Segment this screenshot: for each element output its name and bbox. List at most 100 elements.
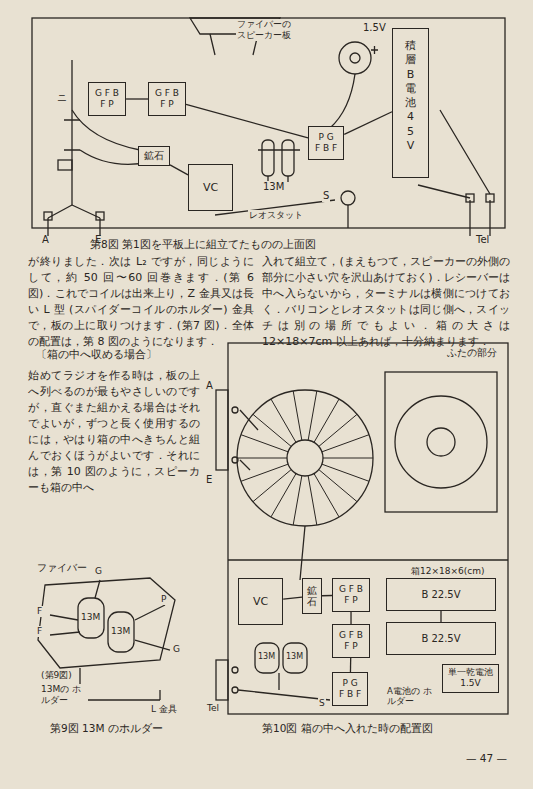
part-label: 13M — [80, 612, 101, 623]
node-text: 鉱石 — [144, 150, 164, 162]
terminal-post — [48, 200, 490, 236]
rheostat-knob — [341, 191, 355, 205]
part-label: L 金具 — [150, 704, 178, 715]
board — [32, 18, 505, 228]
node-text: G F B — [95, 88, 119, 99]
rheostat-shaft — [347, 205, 348, 228]
wire-connector — [283, 597, 302, 599]
part-label: 第10図 箱の中へ入れた時の配置図 — [262, 722, 433, 735]
tube-holder — [258, 150, 300, 182]
wire — [238, 673, 330, 700]
wire-connector — [170, 165, 188, 175]
part-label: 13M — [262, 181, 285, 193]
stroke — [237, 458, 287, 459]
part-label: Tel — [206, 703, 220, 714]
stroke — [314, 474, 339, 517]
stroke — [271, 399, 296, 442]
stroke — [293, 476, 302, 525]
box-outline — [228, 343, 508, 714]
terminal-strip — [216, 390, 228, 470]
component-box: VC — [188, 164, 233, 211]
tube-socket: G F BF P — [332, 624, 370, 658]
node-text: F B F — [339, 689, 361, 700]
part-label: (第9図) — [40, 670, 73, 681]
terminal — [44, 212, 52, 220]
component-box: 単一乾電池1.5V — [442, 664, 499, 693]
component-box: 鉱石 — [302, 578, 322, 614]
cell — [339, 42, 371, 74]
stroke — [323, 458, 373, 459]
stroke — [293, 391, 302, 440]
tube-socket: G F BF P — [88, 82, 126, 116]
part-label: 13Mの ホルダー — [40, 684, 88, 706]
part-label: 箱12×18×6(cm) — [410, 566, 485, 577]
part-label: 13M — [110, 626, 131, 637]
node-text: G F B — [339, 584, 363, 595]
stroke — [308, 476, 317, 525]
stroke — [237, 390, 373, 526]
tube — [255, 643, 279, 673]
part-label: ファイバー — [36, 562, 88, 574]
node-text: F P — [339, 641, 363, 652]
stroke — [253, 414, 291, 446]
tube-socket: P GF B F — [308, 126, 344, 160]
part-label: P — [160, 594, 167, 605]
stroke — [271, 474, 296, 517]
part-label: ファイバーの スピーカー板 — [236, 19, 300, 41]
stroke — [241, 464, 288, 481]
wire-connector — [186, 104, 308, 138]
part-label: — 47 — — [466, 752, 507, 765]
tube — [108, 612, 134, 652]
wire-connector — [344, 112, 392, 135]
body-text: 始めてラジオを作る時は，板の上へ列べるのが最もやさしいのですが，直ぐまた組かえる… — [28, 368, 200, 496]
terminal — [96, 212, 104, 220]
stroke — [322, 435, 369, 452]
part-label: E — [205, 474, 213, 486]
stroke — [287, 440, 323, 476]
terminal — [232, 407, 238, 413]
wire — [48, 205, 100, 218]
part-label: G — [172, 644, 181, 655]
node-text: F P — [339, 595, 363, 606]
z-bracket — [58, 160, 72, 170]
node-text: F B F — [315, 143, 337, 154]
tube — [282, 140, 294, 176]
part-label: A — [205, 380, 214, 392]
node-text: F P — [95, 99, 119, 110]
node-text: B 22.5V — [395, 589, 487, 600]
tube — [78, 598, 104, 638]
part-label: ふたの部分 — [446, 347, 498, 359]
tube — [262, 140, 274, 176]
node-text: G F B — [155, 88, 179, 99]
speaker-center — [427, 428, 455, 456]
part-label: S — [318, 698, 326, 709]
part-label: G — [94, 566, 103, 577]
node-text: VC — [253, 595, 268, 608]
component-box: B 22.5V — [386, 622, 496, 655]
component-box: VC — [238, 578, 283, 625]
part-label: レオスタット — [248, 210, 304, 221]
wire-connector — [126, 98, 148, 99]
wire — [330, 74, 355, 128]
part-label: 1.5V — [362, 22, 387, 34]
part-label: F — [36, 606, 43, 617]
node-text: 1.5V — [448, 678, 493, 689]
part-label: A電池の ホルダー — [386, 686, 440, 706]
lid-divider — [228, 559, 508, 560]
wire-connector — [350, 658, 352, 672]
part-label: 〔箱の中へ収める場合〕 — [36, 348, 157, 361]
body-text: が終りました．次は L₂ ですが，同じようにして，約 50 回〜60 回巻きます… — [28, 254, 254, 350]
part-label: 13M — [257, 652, 276, 662]
wire-connector — [322, 595, 332, 597]
l-bracket — [80, 668, 160, 700]
part-label: 13M — [285, 652, 304, 662]
node-text: 単一乾電池 — [448, 667, 493, 678]
node-text: VC — [203, 181, 218, 194]
speaker — [385, 372, 497, 512]
tube-socket: G F BF P — [148, 82, 186, 116]
component-box: 積層B電池 45V — [392, 28, 429, 178]
part-label: A — [42, 234, 49, 246]
node-text: F P — [155, 99, 179, 110]
wire — [240, 410, 305, 580]
